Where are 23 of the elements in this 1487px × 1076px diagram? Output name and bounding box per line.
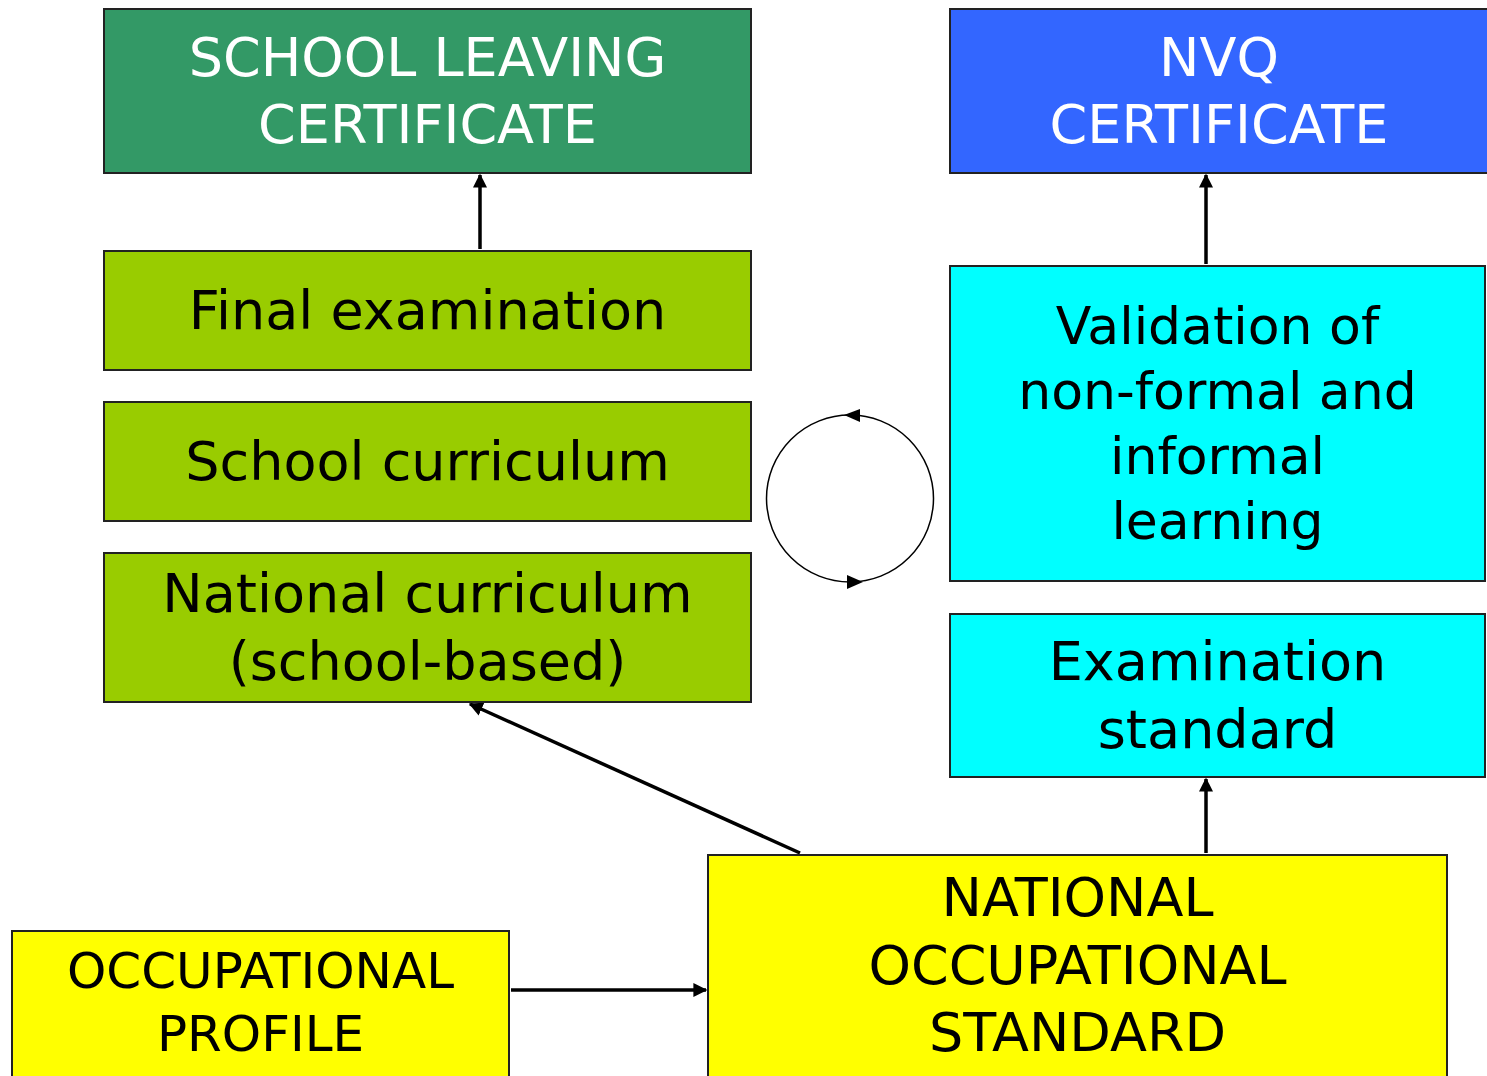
- box-label: SCHOOL LEAVING CERTIFICATE: [187, 24, 668, 158]
- arrow: [1199, 173, 1213, 264]
- process-box: [949, 265, 1486, 582]
- box-label: National curriculum (school-based): [161, 561, 694, 695]
- process-box: [103, 552, 752, 703]
- process-box: [103, 250, 752, 371]
- arrow: [1199, 777, 1213, 853]
- process-box: [103, 401, 752, 522]
- box-label: NVQ CERTIFICATE: [1048, 24, 1390, 158]
- process-box: [949, 613, 1486, 778]
- box-label: Examination standard: [1047, 629, 1388, 763]
- arrow: [473, 173, 487, 249]
- box-label: Final examination: [188, 277, 667, 344]
- box-label: School curriculum: [185, 428, 670, 495]
- process-box: [11, 930, 510, 1076]
- arrow: [468, 702, 801, 855]
- process-box: [949, 8, 1487, 174]
- process-box: [103, 8, 752, 174]
- box-label: OCCUPATIONAL PROFILE: [65, 941, 456, 1065]
- arrow: [511, 983, 708, 997]
- box-label: Validation of non-formal and informal learning: [1017, 294, 1418, 553]
- box-label: NATIONAL OCCUPATIONAL STANDARD: [867, 865, 1288, 1066]
- process-box: [707, 854, 1448, 1076]
